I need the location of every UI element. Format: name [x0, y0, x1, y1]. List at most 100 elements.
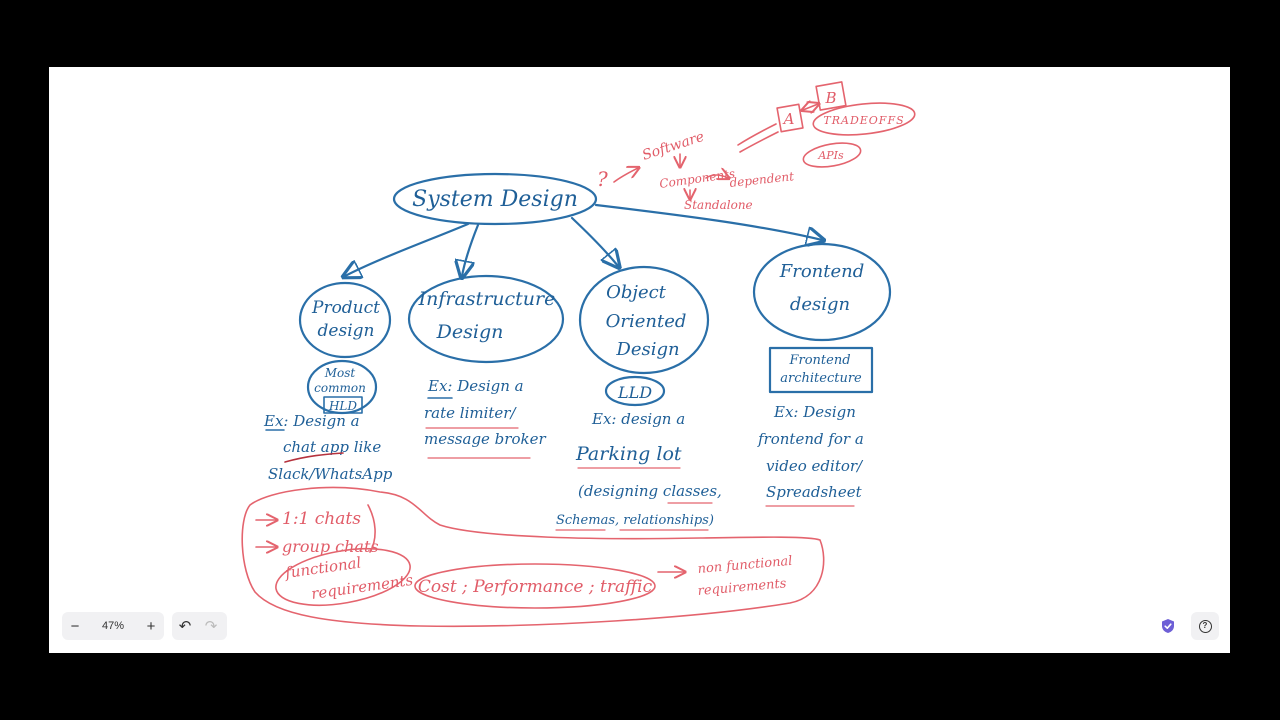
shield-button[interactable]: [1156, 612, 1180, 640]
ood-label-2: Oriented: [606, 311, 687, 332]
history-toolbar: ↶ ↷: [172, 612, 227, 640]
fe-arch-label-1: Frontend: [788, 353, 850, 368]
requirements-annotation[interactable]: 1:1 chats group chats functional require…: [241, 486, 825, 628]
product-design-node[interactable]: Product design: [298, 281, 392, 359]
infrastructure-design-node[interactable]: Infrastructure Design: [407, 274, 565, 364]
box-b: [815, 81, 847, 111]
frontend-example[interactable]: Ex: Design frontend for a video editor/ …: [757, 403, 864, 507]
apis-label: APIs: [817, 149, 844, 162]
lld-note[interactable]: LLD: [604, 375, 666, 407]
tradeoffs-ellipse: [812, 102, 916, 136]
product-ex-line2: chat app like: [283, 438, 381, 456]
infra-label-1: Infrastructure: [418, 288, 556, 310]
box-a: [776, 103, 804, 133]
product-ex-line1: Ex: Design a: [263, 412, 360, 430]
fe-ex-line4: Spreadsheet: [766, 483, 863, 501]
fe-ex-line3: video editor/: [766, 457, 864, 475]
whiteboard-canvas[interactable]: System Design Product design Most common…: [49, 67, 1230, 653]
requirements-outline: [241, 486, 825, 628]
zoom-level-display[interactable]: 47%: [101, 620, 125, 632]
software-label: Software: [640, 129, 706, 164]
ood-ex-line3: (designing classes,: [578, 482, 722, 500]
box-b-label: B: [824, 89, 836, 107]
ood-label-1: Object: [606, 282, 667, 303]
ood-ex-line2: Parking lot: [575, 443, 682, 465]
one-to-one-chats: 1:1 chats: [282, 509, 361, 529]
system-design-node[interactable]: System Design: [392, 172, 598, 226]
nfr-label-1: non functional: [697, 554, 793, 577]
infra-ex-line1: Ex: Design a: [427, 377, 524, 395]
zoom-in-button[interactable]: +: [138, 612, 164, 640]
frontend-label-1: Frontend: [779, 261, 865, 282]
redo-button[interactable]: ↷: [198, 612, 224, 640]
functional-ellipse: [275, 548, 411, 606]
root-ellipse: [392, 172, 598, 226]
help-icon: ?: [1198, 619, 1212, 633]
dependent-label: dependent: [729, 169, 795, 190]
frontend-architecture-box[interactable]: Frontend architecture: [768, 346, 874, 394]
product-label-2: design: [318, 321, 375, 341]
sw-to-a-line2: [739, 131, 779, 153]
standalone-label: Standalone: [684, 198, 753, 212]
fe-arch-rect: [768, 346, 874, 394]
nfr-label-2: requirements: [697, 576, 787, 599]
redo-icon: ↷: [204, 618, 218, 635]
product-example[interactable]: Ex: Design a chat app like Slack/WhatsAp…: [263, 412, 393, 483]
hld-box: [323, 396, 363, 414]
shield-check-icon: [1162, 619, 1174, 633]
infra-ellipse: [407, 274, 565, 364]
common-label: common: [314, 381, 366, 395]
infra-example[interactable]: Ex: Design a rate limiter/ message broke…: [424, 377, 546, 459]
fe-ex-line1: Ex: Design: [773, 403, 856, 421]
product-ellipse: [298, 281, 392, 359]
most-label: Most: [324, 366, 356, 380]
most-common-note[interactable]: Most common HLD: [306, 359, 378, 415]
product-ex-line3: Slack/WhatsApp: [268, 465, 393, 483]
sw-to-a-line1: [737, 123, 777, 146]
help-button[interactable]: ?: [1191, 612, 1219, 640]
components-label: Components: [658, 166, 735, 190]
ood-label-3: Design: [615, 339, 679, 360]
arrow-to-product: [345, 222, 470, 276]
fe-ex-line2: frontend for a: [757, 430, 864, 448]
infra-ex-line3: message broker: [424, 430, 546, 448]
chat-strike: [284, 452, 344, 463]
plus-icon: +: [146, 617, 156, 635]
infra-ex-line2: rate limiter/: [424, 404, 517, 422]
nfr-items-ellipse: [414, 563, 656, 609]
frontend-design-node[interactable]: Frontend design: [752, 242, 892, 342]
q-arrow: [613, 168, 638, 183]
ood-ellipse: [578, 265, 710, 375]
group-chats: group chats: [282, 537, 379, 556]
undo-icon: ↶: [178, 618, 192, 635]
frontend-ellipse: [752, 242, 892, 342]
question-mark: ?: [597, 167, 608, 191]
functional-label-1: functional: [283, 553, 362, 582]
fe-arch-label-2: architecture: [780, 371, 862, 386]
ood-example[interactable]: Ex: design a Parking lot (designing clas…: [555, 410, 722, 531]
product-label-1: Product: [311, 298, 380, 318]
arrow-to-infra: [462, 223, 480, 276]
whiteboard-drawing[interactable]: System Design Product design Most common…: [49, 67, 1230, 653]
object-oriented-design-node[interactable]: Object Oriented Design: [578, 265, 710, 375]
software-annotation[interactable]: ? Software Components dependent Standalo…: [597, 123, 795, 212]
infra-label-2: Design: [436, 321, 504, 343]
tradeoffs-annotation[interactable]: A B TRADEOFFS APIs: [776, 81, 916, 171]
arrow-to-ood: [570, 216, 618, 266]
arrow-to-frontend: [594, 203, 822, 240]
lld-ellipse: [604, 375, 666, 407]
a-b-double-arrow: [803, 104, 818, 110]
tradeoffs-label: TRADEOFFS: [823, 114, 904, 127]
lld-label: LLD: [617, 383, 652, 402]
undo-button[interactable]: ↶: [172, 612, 198, 640]
hld-label: HLD: [328, 399, 357, 413]
root-label: System Design: [412, 187, 578, 212]
dependent-arrow: [705, 175, 728, 178]
box-a-label: A: [782, 110, 795, 128]
zoom-toolbar: − 47% +: [62, 612, 164, 640]
apis-ellipse: [802, 142, 862, 168]
ood-ex-line1: Ex: design a: [591, 410, 685, 428]
branch-arrows: [345, 203, 822, 276]
minus-icon: −: [70, 617, 80, 635]
zoom-out-button[interactable]: −: [62, 612, 88, 640]
